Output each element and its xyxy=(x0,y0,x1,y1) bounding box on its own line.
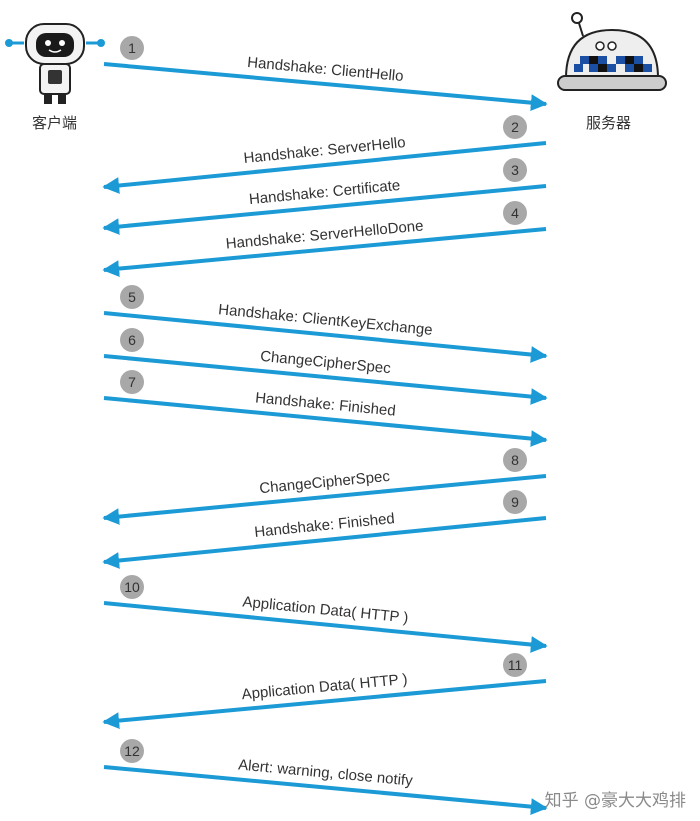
message-label: Handshake: ServerHello xyxy=(243,134,406,167)
step-number: 3 xyxy=(511,162,519,178)
server-label: 服务器 xyxy=(586,114,632,132)
step-number: 5 xyxy=(128,289,136,305)
message-arrow xyxy=(103,62,548,112)
step-badge xyxy=(503,201,527,225)
step-number: 11 xyxy=(508,657,523,673)
step-number: 9 xyxy=(511,494,519,510)
message-label: Handshake: ServerHelloDone xyxy=(225,217,424,252)
message-arrow xyxy=(103,396,548,447)
message-arrow xyxy=(103,601,548,653)
step-badge xyxy=(120,575,144,599)
watermark: 知乎 @豪大大鸡排 xyxy=(544,791,686,811)
server-robot-icon xyxy=(557,12,667,91)
step-number: 7 xyxy=(128,374,136,390)
step-badge xyxy=(120,370,144,394)
message-arrow xyxy=(102,516,547,569)
step-number: 2 xyxy=(511,119,519,135)
step-badge xyxy=(120,36,144,60)
step-badge xyxy=(120,328,144,352)
step-badge xyxy=(503,448,527,472)
message-arrow xyxy=(102,679,547,729)
step-badge xyxy=(503,158,527,182)
message-arrow xyxy=(102,184,547,235)
message-label: Application Data( HTTP ) xyxy=(241,671,408,703)
message-label: Alert: warning, close notify xyxy=(237,756,413,789)
step-number: 4 xyxy=(511,205,519,221)
message-arrow xyxy=(103,354,548,405)
message-arrow xyxy=(102,474,547,525)
message-label: Application Data( HTTP ) xyxy=(242,593,409,626)
step-number: 8 xyxy=(511,452,519,468)
step-badge xyxy=(503,115,527,139)
step-badge xyxy=(120,285,144,309)
step-number: 10 xyxy=(124,579,140,595)
step-number: 12 xyxy=(124,743,140,759)
message-arrow xyxy=(103,311,548,363)
step-badge xyxy=(503,653,527,677)
step-badge xyxy=(120,739,144,763)
message-arrow xyxy=(103,765,548,815)
step-number: 1 xyxy=(128,40,136,56)
client-label: 客户端 xyxy=(32,114,78,132)
message-arrow xyxy=(102,141,547,194)
step-number: 6 xyxy=(128,332,136,348)
message-arrow xyxy=(102,227,547,277)
step-badge xyxy=(503,490,527,514)
client-robot-icon xyxy=(5,23,105,104)
